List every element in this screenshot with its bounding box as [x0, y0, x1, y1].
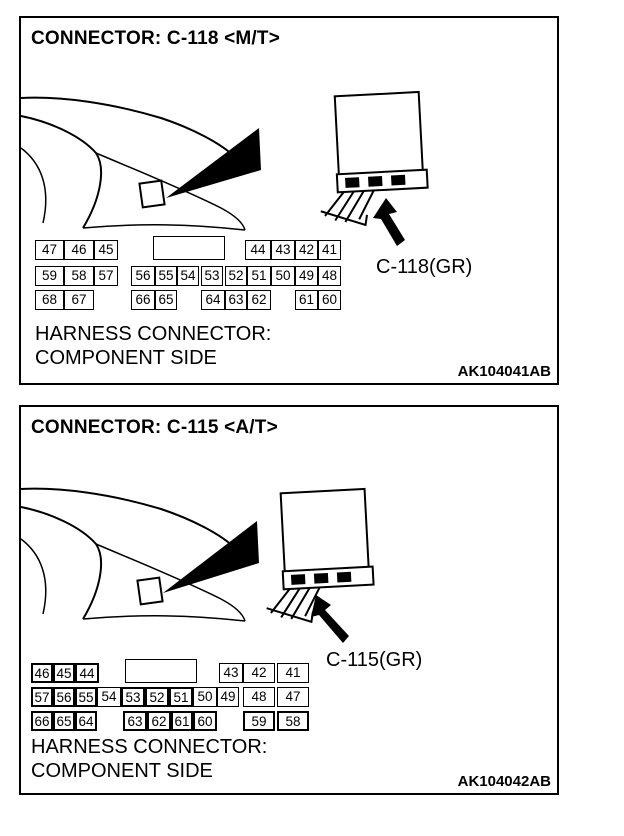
pin: 66	[31, 711, 53, 731]
connector-callout: C-118(GR)	[376, 256, 473, 278]
pin: 59	[35, 266, 64, 286]
pin: 51	[247, 266, 271, 286]
pin: 44	[245, 240, 271, 260]
pin: 48	[243, 687, 275, 707]
dashboard-illustration	[20, 487, 375, 643]
pin: 54	[97, 687, 121, 707]
pin: 59	[243, 711, 275, 731]
harness-line-1: HARNESS CONNECTOR:	[31, 736, 268, 758]
pin: 53	[201, 266, 223, 286]
pin: 68	[35, 290, 64, 310]
dashboard-illustration	[20, 90, 429, 246]
pin: 57	[94, 266, 118, 286]
connector-callout: C-115(GR)	[326, 649, 423, 671]
pin: 60	[318, 290, 341, 310]
pin: 55	[75, 687, 97, 707]
pin: 46	[31, 663, 53, 683]
panel-title: CONNECTOR: C-118 <M/T>	[31, 28, 280, 49]
harness-line-2: COMPONENT SIDE	[31, 760, 213, 782]
pin: 52	[145, 687, 169, 707]
arrow-icon	[311, 595, 349, 643]
connector-panel-c115: CONNECTOR: C-115 <A/T> C-115(GR) 46 45 4…	[19, 405, 559, 795]
pin: 55	[155, 266, 177, 286]
pin: 53	[121, 687, 145, 707]
harness-line-2: COMPONENT SIDE	[35, 347, 217, 369]
pin-key-gap	[125, 659, 197, 683]
pin: 63	[225, 290, 247, 310]
pin: 47	[277, 687, 309, 707]
pin: 63	[123, 711, 147, 731]
pin: 42	[243, 663, 275, 683]
pin: 61	[171, 711, 193, 731]
pin: 62	[147, 711, 171, 731]
pin: 62	[247, 290, 271, 310]
harness-label: HARNESS CONNECTOR: COMPONENT SIDE	[31, 735, 267, 783]
pin: 58	[277, 711, 309, 731]
pin: 47	[35, 240, 64, 260]
pin: 60	[193, 711, 217, 731]
pin: 43	[271, 240, 295, 260]
pin: 41	[318, 240, 341, 260]
pin: 50	[271, 266, 295, 286]
pin: 67	[64, 290, 94, 310]
pin: 64	[201, 290, 225, 310]
pin: 41	[277, 663, 309, 683]
connector-panel-c118: CONNECTOR: C-118 <M/T> C-118(GR) 47 46 4…	[19, 16, 559, 385]
figure-code: AK104042AB	[457, 773, 551, 790]
harness-label: HARNESS CONNECTOR: COMPONENT SIDE	[35, 322, 271, 370]
pin: 51	[169, 687, 193, 707]
pin: 45	[53, 663, 75, 683]
pin: 50	[193, 687, 217, 707]
pin-key-gap	[153, 236, 225, 260]
pin: 56	[131, 266, 155, 286]
pin: 49	[295, 266, 318, 286]
pin: 57	[31, 687, 53, 707]
pin: 66	[131, 290, 155, 310]
pin: 52	[225, 266, 247, 286]
pin: 49	[217, 687, 239, 707]
pin: 45	[94, 240, 118, 260]
arrow-icon	[373, 198, 405, 246]
pin: 65	[53, 711, 75, 731]
figure-code: AK104041AB	[457, 363, 551, 380]
pin: 58	[64, 266, 94, 286]
pin: 46	[64, 240, 94, 260]
pin: 61	[295, 290, 318, 310]
pin: 43	[219, 663, 243, 683]
panel-title: CONNECTOR: C-115 <A/T>	[31, 417, 278, 438]
pin: 48	[318, 266, 341, 286]
pin: 65	[155, 290, 177, 310]
harness-line-1: HARNESS CONNECTOR:	[35, 323, 272, 345]
pin: 44	[75, 663, 99, 683]
pin: 64	[75, 711, 97, 731]
pin: 54	[177, 266, 199, 286]
pin: 56	[53, 687, 75, 707]
pin: 42	[295, 240, 318, 260]
